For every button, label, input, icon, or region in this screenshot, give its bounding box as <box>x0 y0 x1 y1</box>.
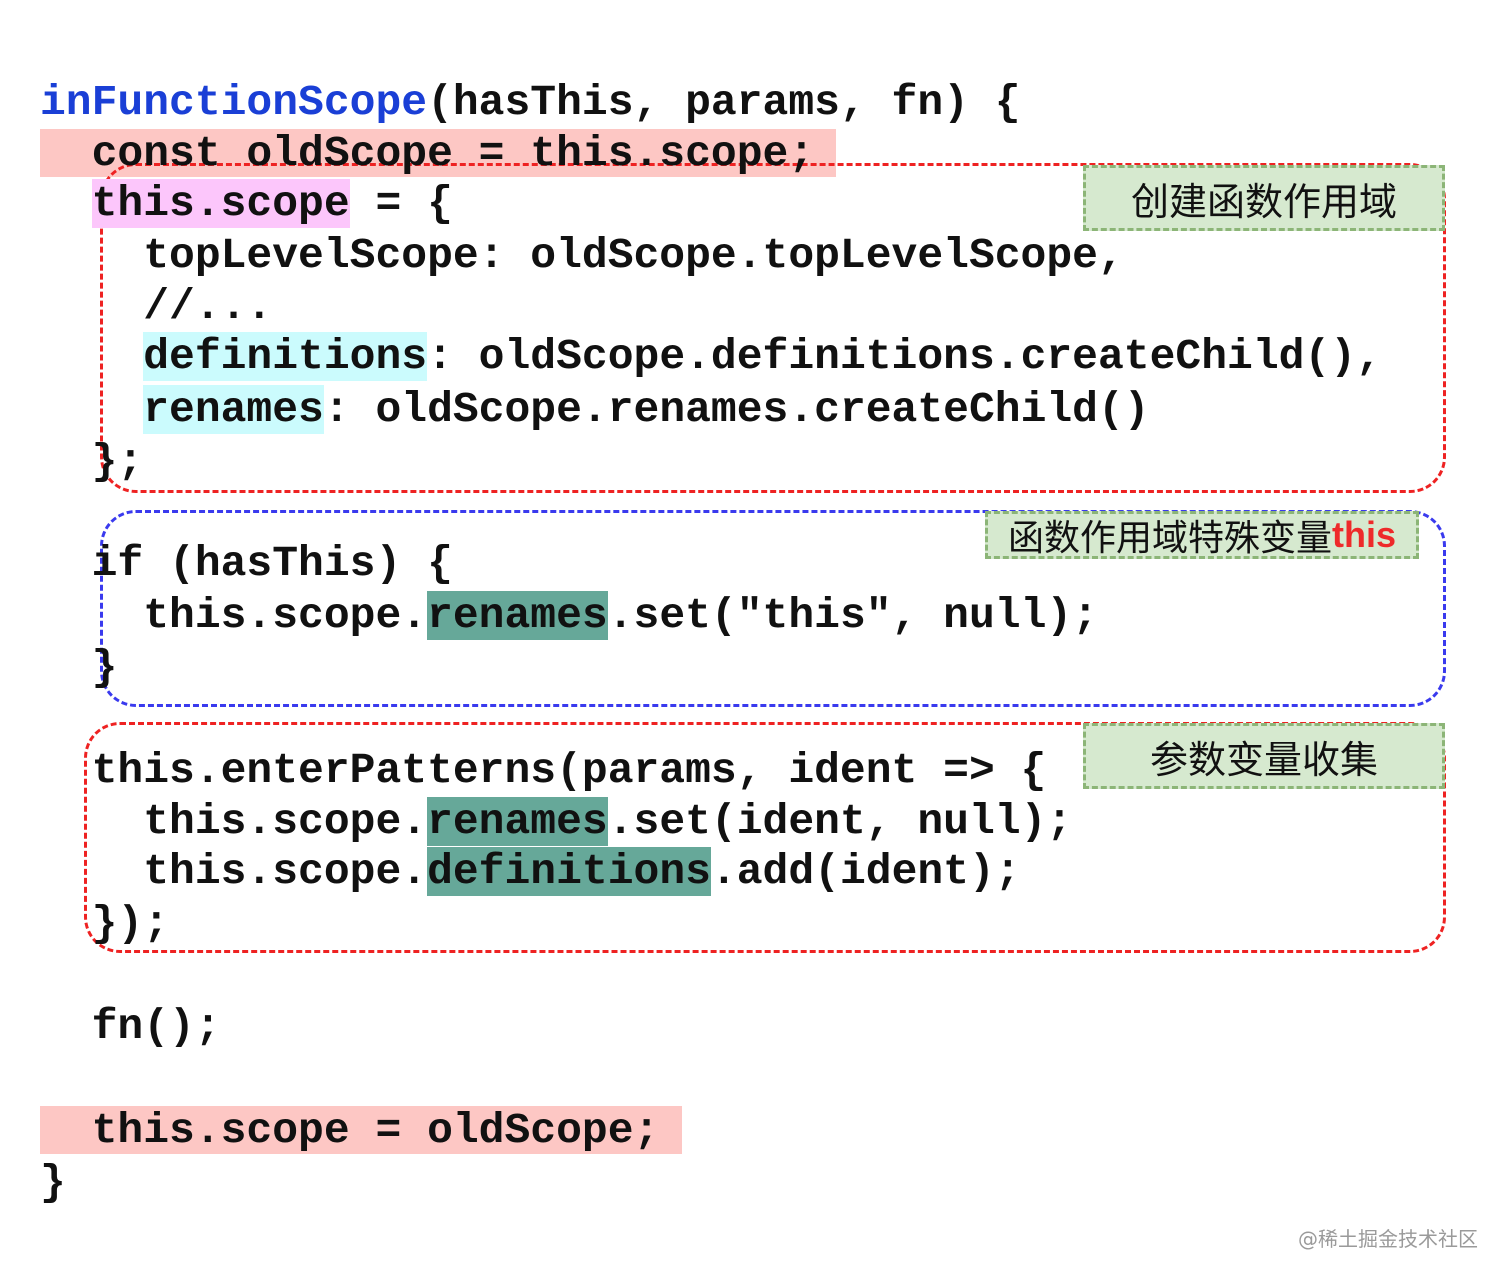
code-line-definitions: definitions: oldScope.definitions.create… <box>143 332 1382 381</box>
code-line-comment: //... <box>40 282 273 331</box>
code-line-set-this: this.scope.renames.set("this", null); <box>40 591 1098 640</box>
definitions-highlight: definitions <box>143 332 428 381</box>
renames-teal-highlight: renames <box>427 591 608 640</box>
code-line-top-level-scope: topLevelScope: oldScope.topLevelScope, <box>40 231 1124 280</box>
param-collect-group <box>84 722 1446 953</box>
label-create-scope: 创建函数作用域 <box>1083 165 1445 231</box>
renames-teal-highlight: renames <box>427 797 608 846</box>
code-line-function-signature: inFunctionScope(hasThis, params, fn) { <box>40 78 1021 128</box>
function-params: (hasThis, params, fn) { <box>427 78 1021 127</box>
code-line-if-has-this: if (hasThis) { <box>40 539 453 588</box>
code-line-add-ident: this.scope.definitions.add(ident); <box>40 847 1021 896</box>
code-line-assign-scope: this.scope = { <box>91 179 453 228</box>
code-line-close-function: } <box>40 1158 66 1207</box>
definitions-teal-highlight: definitions <box>427 847 711 896</box>
code-line-set-ident: this.scope.renames.set(ident, null); <box>40 797 1073 846</box>
code-line-close-if: } <box>40 643 118 692</box>
highlight-band-restore-scope <box>40 1106 682 1154</box>
code-line-restore-scope: this.scope = oldScope; <box>40 1106 660 1155</box>
this-scope-highlight: this.scope <box>91 179 350 228</box>
create-scope-group <box>100 163 1446 493</box>
function-name: inFunctionScope <box>40 78 428 127</box>
code-line-save-scope: const oldScope = this.scope; <box>40 129 815 178</box>
label-this-accent: this <box>1332 514 1397 555</box>
code-line-enter-patterns: this.enterPatterns(params, ident => { <box>40 746 1047 795</box>
code-line-call-fn: fn(); <box>40 1002 221 1051</box>
code-line-close-object: }; <box>40 437 144 486</box>
renames-highlight: renames <box>143 385 324 434</box>
label-param-collect: 参数变量收集 <box>1083 723 1445 789</box>
watermark-text: @稀土掘金技术社区 <box>1298 1227 1478 1251</box>
highlight-band-save-scope <box>40 129 836 177</box>
code-line-renames: renames: oldScope.renames.createChild() <box>143 385 1150 434</box>
code-line-close-callback: }); <box>40 899 170 948</box>
special-var-group <box>100 510 1446 707</box>
